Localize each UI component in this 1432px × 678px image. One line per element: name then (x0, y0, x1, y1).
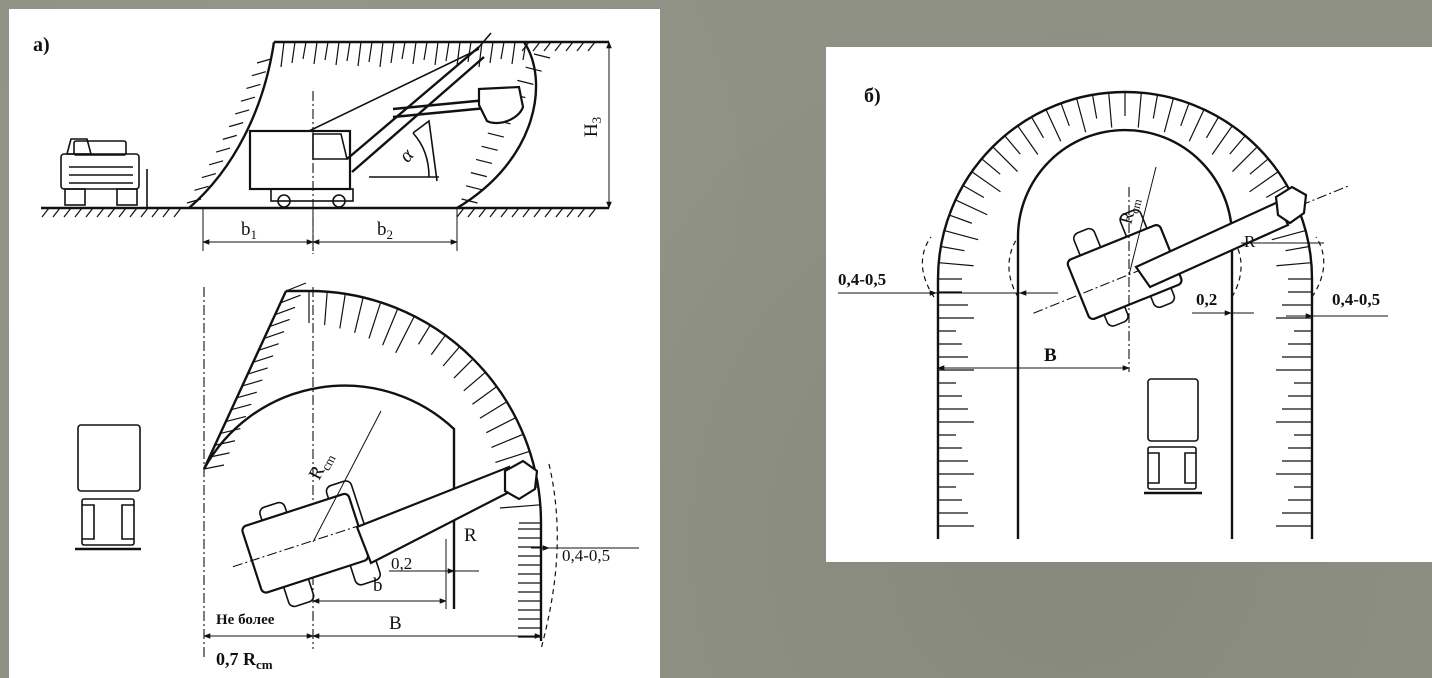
panel-b: б) Rcm R 0,4-0,5 0,2 0,4-0,5 B (826, 47, 1432, 562)
svg-text:Rcm: Rcm (1116, 194, 1145, 226)
b-small-label-a: b (373, 575, 383, 596)
svg-text:Rcm: Rcm (305, 448, 339, 484)
rst-label-a: Rcm (305, 448, 339, 484)
plan-hatch (203, 282, 541, 638)
d0405-left-label: 0,4-0,5 (838, 270, 886, 289)
pit-wall-right (456, 41, 538, 210)
b2-label: b2 (377, 219, 393, 242)
bucket-plan-b (1274, 185, 1308, 225)
plan-view: Rcm R 0,2 0,4-0,5 b B Не более 0,7 Rcm (75, 282, 639, 672)
d0405-label-a: 0,4-0,5 (562, 546, 610, 565)
excavator-side: α (248, 32, 525, 254)
truck-plan-b (1144, 378, 1202, 495)
outer-trench-edge (936, 90, 1314, 539)
rst-radius-b (1128, 166, 1157, 276)
diagram-a: а) (33, 32, 639, 672)
ground-hatch (41, 41, 597, 218)
d02-label-a: 0,2 (391, 554, 412, 573)
bucket-side (477, 85, 525, 125)
r-label-b: R (1244, 232, 1256, 251)
panel-a-tag: а) (33, 34, 50, 56)
r-label-a: R (464, 525, 477, 546)
b1-label: b1 (241, 219, 257, 242)
d02-label-b: 0,2 (1196, 290, 1217, 309)
alpha-label: α (395, 144, 419, 167)
B-label-b: B (1044, 345, 1057, 366)
boom-plan-b (1134, 200, 1290, 289)
rst-label-b: Rcm (1116, 194, 1145, 226)
panel-a: а) (9, 9, 660, 678)
d0405-right-label: 0,4-0,5 (1332, 290, 1380, 309)
B-label-a: B (389, 613, 402, 634)
boom-plan (355, 465, 517, 565)
bucket-plan (503, 459, 539, 501)
panel-b-tag: б) (864, 85, 881, 107)
truck-side (60, 138, 148, 208)
excavator-cab (248, 129, 352, 191)
svg-text:H3: H3 (581, 117, 604, 137)
h3-label: H3 (581, 117, 604, 137)
slope-edge (202, 290, 288, 470)
side-view: α H3 b1 b2 (41, 32, 612, 254)
truck-plan (75, 424, 141, 551)
wall-hatch (186, 53, 551, 204)
diagram-b: б) Rcm R 0,4-0,5 0,2 0,4-0,5 B (838, 85, 1388, 539)
inner-trench-edge (1016, 128, 1234, 539)
rst-radius (312, 410, 382, 543)
ne-bolee-label: Не более (216, 612, 275, 628)
inner-pit-edge (202, 384, 456, 609)
r07-label: 0,7 Rcm (216, 649, 273, 672)
pit-wall-left (188, 41, 276, 209)
